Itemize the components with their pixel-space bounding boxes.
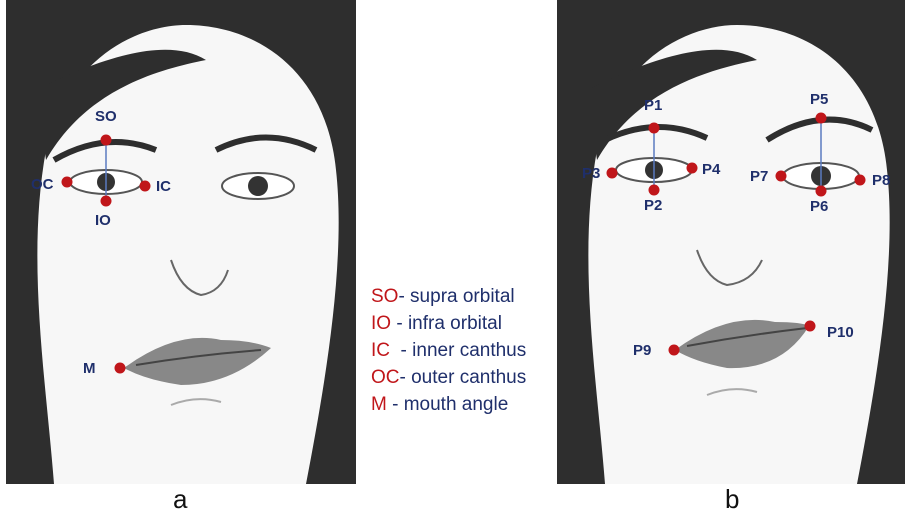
legend-text: - infra orbital — [391, 313, 502, 334]
landmark-dot-p3 — [607, 168, 618, 179]
legend-abbr: IC — [371, 340, 390, 361]
landmark-label-p3: P3 — [582, 165, 600, 182]
legend-text: - mouth angle — [387, 394, 508, 415]
face-panel-b: P1 P2 P3 P4 P5 P6 P7 P8 P9 P10 — [557, 0, 905, 484]
landmark-label-p8: P8 — [872, 172, 890, 189]
legend-abbr: M — [371, 394, 387, 415]
landmark-label-p1: P1 — [644, 97, 662, 114]
landmark-label-p9: P9 — [633, 342, 651, 359]
panel-caption-a: a — [173, 484, 187, 515]
landmark-dot-so — [101, 135, 112, 146]
landmark-label-p6: P6 — [810, 198, 828, 215]
landmark-label-p4: P4 — [702, 161, 720, 178]
landmark-label-m: M — [83, 360, 96, 377]
legend-abbr: SO — [371, 286, 398, 307]
landmark-label-p2: P2 — [644, 197, 662, 214]
legend-abbr: OC — [371, 367, 400, 388]
landmark-dot-oc — [62, 177, 73, 188]
legend-text: - inner canthus — [390, 340, 526, 361]
landmark-dot-p2 — [649, 185, 660, 196]
legend-row-ic: IC - inner canthus — [371, 337, 526, 364]
landmark-label-oc: OC — [31, 176, 54, 193]
landmark-label-p5: P5 — [810, 91, 828, 108]
landmark-label-p10: P10 — [827, 324, 854, 341]
face-illustration-b — [557, 0, 905, 484]
legend-abbr: IO — [371, 313, 391, 334]
landmark-dot-p1 — [649, 123, 660, 134]
panel-caption-b: b — [725, 484, 739, 515]
landmark-dot-p6 — [816, 186, 827, 197]
landmark-dot-p7 — [776, 171, 787, 182]
legend-text: - outer canthus — [400, 367, 527, 388]
legend-row-io: IO - infra orbital — [371, 310, 526, 337]
landmark-label-so: SO — [95, 108, 117, 125]
landmark-dot-ic — [140, 181, 151, 192]
legend-row-m: M - mouth angle — [371, 391, 526, 418]
landmark-dot-m — [115, 363, 126, 374]
landmark-label-io: IO — [95, 212, 111, 229]
landmark-dot-io — [101, 196, 112, 207]
face-illustration-a — [6, 0, 356, 484]
legend-text: - supra orbital — [398, 286, 514, 307]
landmark-label-p7: P7 — [750, 168, 768, 185]
landmark-label-ic: IC — [156, 178, 171, 195]
legend: SO- supra orbital IO - infra orbital IC … — [371, 283, 526, 418]
landmark-dot-p9 — [669, 345, 680, 356]
landmark-dot-p4 — [687, 163, 698, 174]
landmark-dot-p8 — [855, 175, 866, 186]
landmark-dot-p10 — [805, 321, 816, 332]
landmark-dot-p5 — [816, 113, 827, 124]
face-panel-a: SO OC IC IO M — [6, 0, 356, 484]
legend-row-so: SO- supra orbital — [371, 283, 526, 310]
legend-row-oc: OC- outer canthus — [371, 364, 526, 391]
